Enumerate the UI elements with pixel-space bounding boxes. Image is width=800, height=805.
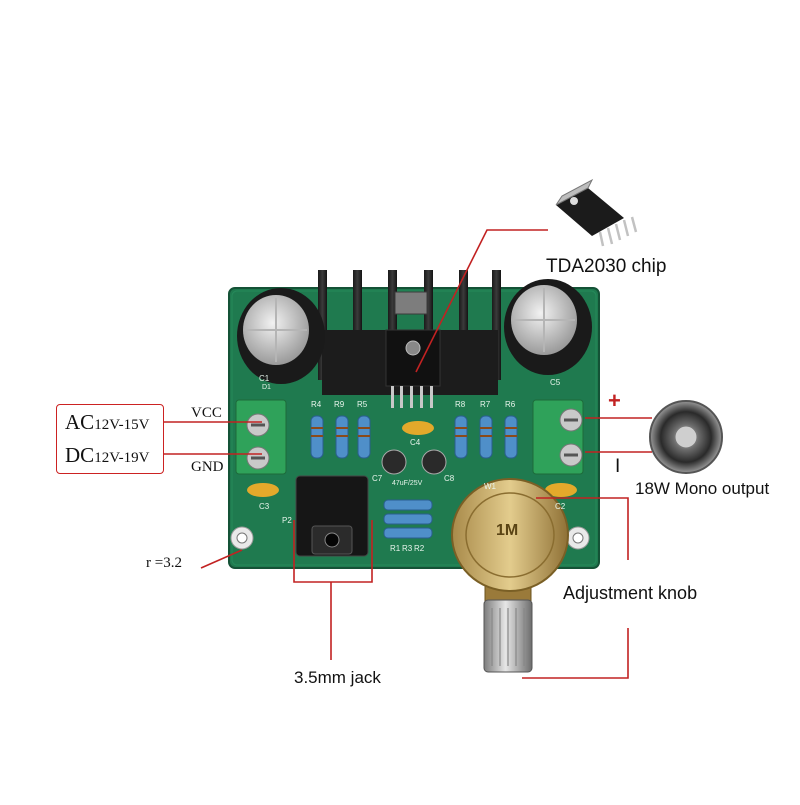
- chip-label: TDA2030 chip: [546, 256, 667, 277]
- capacitor-right: [504, 279, 592, 375]
- silk-c7: C7: [372, 474, 383, 483]
- power-terminal-block: [235, 399, 287, 475]
- plus-label: +: [608, 388, 621, 413]
- vcc-label: VCC: [191, 405, 222, 421]
- silk-r3: R3: [402, 544, 413, 553]
- silk-r1: R1: [390, 544, 401, 553]
- hole-size-label: r =3.2: [146, 555, 182, 571]
- potentiometer: [451, 478, 569, 673]
- capacitor-left: [237, 288, 325, 384]
- silk-c4: C4: [410, 438, 421, 447]
- gnd-label: GND: [191, 459, 224, 475]
- ac-range: 12V-15V: [94, 417, 150, 433]
- mounting-hole-left: [230, 526, 254, 550]
- silk-c3: C3: [259, 502, 270, 511]
- pot-value: 1M: [496, 522, 519, 539]
- ac-prefix: AC: [65, 410, 95, 434]
- tda2030-chip-icon: [555, 178, 638, 247]
- audio-jack: [295, 475, 369, 557]
- output-label: 18W Mono output: [635, 479, 770, 498]
- callout-lines: [164, 229, 652, 679]
- dc-range: 12V-19V: [94, 450, 150, 466]
- output-terminal-block: [532, 399, 584, 475]
- silk-p2: P2: [282, 516, 292, 525]
- silk-r5: R5: [357, 400, 368, 409]
- board-chip: [385, 329, 441, 408]
- jack-label: 3.5mm jack: [294, 668, 381, 687]
- silk-r4: R4: [311, 400, 322, 409]
- silk-cap-value: 47uF/25V: [392, 480, 423, 487]
- silk-r7: R7: [480, 400, 491, 409]
- silk-c5: C5: [550, 378, 561, 387]
- silk-c2: C2: [555, 502, 566, 511]
- silk-r6: R6: [505, 400, 516, 409]
- silk-r9: R9: [334, 400, 345, 409]
- silk-c1: C1: [259, 374, 270, 383]
- ac-spec: AC12V-15V: [65, 410, 149, 435]
- resistor-bank-right: [454, 415, 518, 459]
- dc-spec: DC12V-19V: [65, 443, 149, 468]
- silk-r2: R2: [414, 544, 425, 553]
- silk-d1: D1: [262, 384, 271, 391]
- resistor-bank-left: [310, 415, 371, 459]
- mounting-hole-right: [566, 526, 590, 550]
- speaker-icon: [649, 400, 723, 474]
- silk-r8: R8: [455, 400, 466, 409]
- dc-prefix: DC: [65, 443, 95, 467]
- silk-c8: C8: [444, 474, 455, 483]
- knob-label: Adjustment knob: [563, 583, 698, 603]
- silk-w1: W1: [484, 482, 496, 491]
- minus-label: I: [615, 456, 621, 477]
- power-spec-box: AC12V-15V DC12V-19V: [56, 404, 164, 474]
- small-capacitors: [247, 421, 577, 497]
- resistor-bank-bottom: [383, 499, 433, 539]
